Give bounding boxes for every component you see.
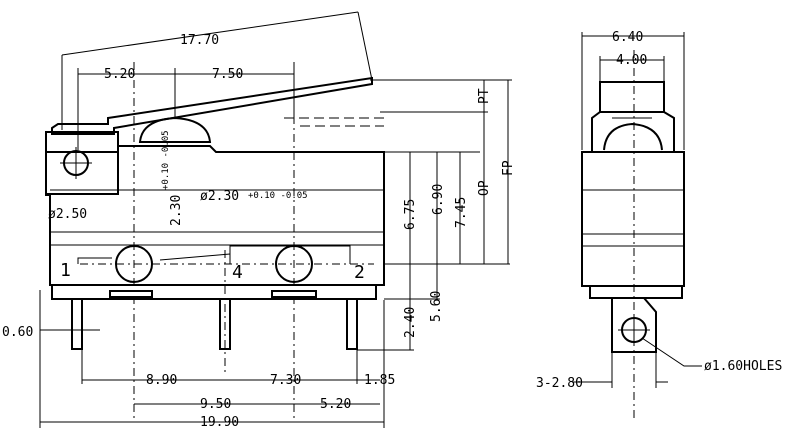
pin-label-2: 2 [354,262,365,283]
dim-roller-to-hole: 7.50 [212,67,243,82]
dim-hole-dia-right: ø2.30 [200,189,239,204]
pin-label-4: 4 [232,262,243,283]
dim-hole-tol-v: +0.10 -0.05 [161,130,171,190]
base-plate [51,284,377,300]
dim-1990: 19.90 [200,415,239,428]
end-cap [599,81,665,113]
dim-950: 9.50 [200,397,231,412]
dim-hole-pos-v: 2.30 [169,195,184,226]
pin-label-1: 1 [60,260,71,281]
dim-pin-thick: 0.60 [2,325,33,340]
pin-1 [71,298,83,350]
pin-2 [346,298,358,350]
end-body [581,151,685,287]
dim-end-inner-width: 4.00 [616,53,647,68]
dim-520: 5.20 [320,397,351,412]
end-view-labels: 6.40 4.00 3-2.80 ø1.60HOLES [536,30,782,391]
lever [51,76,373,135]
dim-890: 8.90 [146,373,177,388]
dim-pin-pitch: 3-2.80 [536,376,583,391]
dim-pivot-to-roller: 5.20 [104,67,135,82]
dim-675: 6.75 [403,199,418,230]
dim-hole-tol-right: +0.10 -0.05 [248,191,308,201]
dim-560: 5.60 [429,291,444,322]
dim-745: 7.45 [454,197,469,228]
dim-pt: PT [477,88,492,104]
dim-690: 6.90 [431,184,446,215]
pivot-block [45,131,119,195]
dim-hole-dia-small: ø2.50 [48,207,87,222]
side-view [39,11,512,428]
end-view [572,32,702,420]
dim-fp: FP [501,160,516,176]
dim-730: 7.30 [270,373,301,388]
dim-holes: ø1.60HOLES [704,359,782,374]
dim-op: OP [477,180,492,196]
dim-lever-length: 17.70 [180,33,219,48]
dim-end-width: 6.40 [612,30,643,45]
dim-240: 2.40 [403,307,418,338]
side-view-labels: 17.70 5.20 7.50 ø2.50 2.30 +0.10 -0.05 ø… [2,33,516,428]
dim-185: 1.85 [364,373,395,388]
